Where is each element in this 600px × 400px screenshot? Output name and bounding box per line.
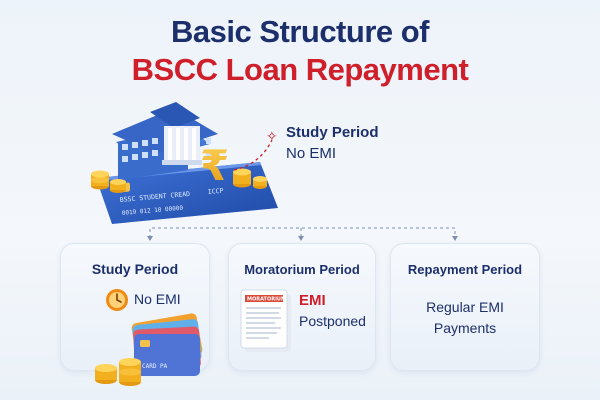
coin-stack-bottom-icon — [95, 358, 141, 386]
phase-detail-sub: Postponed — [299, 313, 366, 329]
card-stack-illustration: CARD PA — [95, 313, 203, 386]
title-line-2: BSCC Loan Repayment — [131, 52, 469, 87]
title-line-1: Basic Structure of — [170, 14, 430, 49]
doc-label: MORATORIUM — [247, 297, 286, 303]
phase-detail: Regular EMI Payments — [391, 297, 539, 339]
coin-stack-icon — [91, 170, 126, 193]
phase-title: Study Period — [91, 261, 179, 277]
phase-title: Moratorium Period — [244, 262, 360, 277]
phase-detail-line-2: Payments — [433, 320, 497, 336]
phase-title: Repayment Period — [407, 262, 523, 277]
clock-icon — [106, 289, 128, 311]
payment-cards-icon: CARD PA — [131, 313, 203, 376]
phase-detail-line-1: Regular EMI — [426, 299, 504, 315]
document-icon: MORATORIUM — [240, 289, 291, 352]
hero-callout: Study Period No EMI — [286, 122, 379, 164]
phase-connector — [147, 227, 458, 241]
phase-card-repayment: Repayment Period Regular EMI Payments — [390, 243, 540, 371]
coin-stack-right-icon — [233, 168, 267, 189]
phase-detail: No EMI — [134, 291, 181, 307]
callout-title: Study Period — [286, 124, 379, 141]
bank-building-icon — [112, 102, 218, 181]
phase-detail-title: EMI — [299, 292, 326, 309]
svg-text:₹: ₹ — [200, 141, 229, 190]
sparkle-icon: ✧ — [266, 128, 278, 144]
rupee-icon: ₹ — [200, 141, 229, 190]
card-text-2: ICCP — [207, 187, 223, 196]
callout-sub: No EMI — [286, 145, 337, 162]
phase-card-moratorium: Moratorium Period MORATORIUM EMI Postpon… — [228, 243, 376, 371]
stack-card-text: CARD PA — [142, 363, 168, 370]
callout-arrow — [233, 139, 273, 171]
hero-illustration: BSSC STUDENT CREAD ICCP 0019 012 10 0000… — [91, 102, 278, 224]
